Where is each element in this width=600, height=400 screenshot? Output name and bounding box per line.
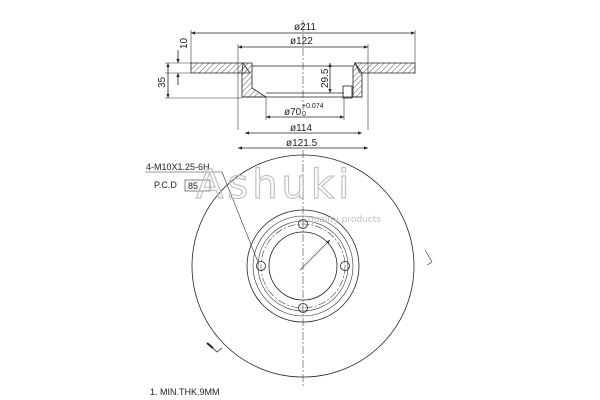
bolt-hole	[340, 261, 350, 271]
thread-spec: 4-M10X1.25-6H	[146, 162, 210, 172]
dim-inner-diameter-1: ø114	[290, 123, 312, 134]
center-bore-circle	[268, 231, 338, 301]
dim-inner-diameter-2: ø121.5	[286, 138, 318, 149]
pcd-value: 85	[188, 181, 198, 191]
watermark-brand: Ashuki	[196, 162, 353, 208]
bolt-hole	[298, 219, 308, 229]
bolt-holes	[256, 219, 350, 313]
dim-total-height: 35	[157, 76, 168, 88]
section-view: ø211 ø122 10 35 29.5 ø70 +0.074 0 ø114 ø…	[157, 20, 416, 150]
dim-center-bore: ø70	[284, 107, 302, 118]
bolt-hole	[298, 303, 308, 313]
dim-bore-tol-upper: +0.074	[302, 103, 324, 110]
watermark-tagline: quality products	[308, 215, 381, 225]
watermark: Ashuki quality products	[195, 161, 381, 225]
dim-flange-thickness: 10	[179, 37, 190, 49]
dim-hat-diameter: ø122	[290, 36, 313, 47]
dim-hat-depth: 29.5	[320, 68, 331, 88]
bolt-hole	[256, 261, 266, 271]
dim-outer-diameter: ø211	[294, 22, 316, 33]
min-thickness-note: 1. MIN.THK.9MM	[150, 387, 220, 397]
pcd-label: P.C.D	[154, 180, 177, 190]
front-view: 4-M10X1.25-6H P.C.D 85	[145, 150, 433, 388]
disc-outer-circle	[191, 154, 415, 378]
dim-bore-tol-lower: 0	[302, 111, 306, 118]
